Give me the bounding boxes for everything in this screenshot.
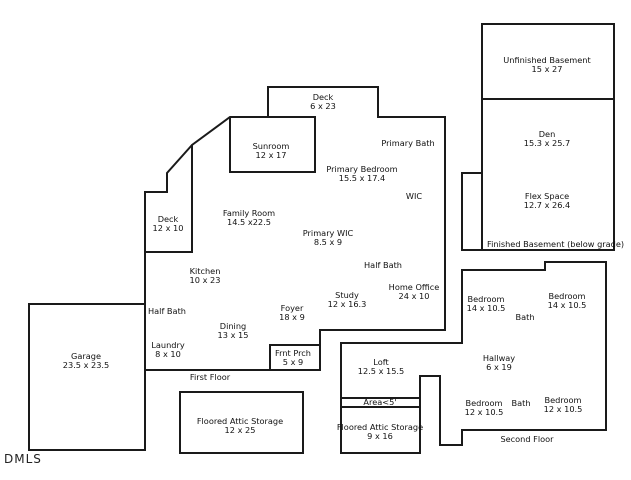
attic-storage-2-name: Floored Attic Storage — [337, 422, 423, 432]
deck-top-dims: 6 x 23 — [310, 101, 336, 111]
area-name: Area<5' — [363, 397, 396, 407]
bedroom-1-dims: 14 x 10.5 — [467, 303, 506, 313]
hallway-name: Hallway — [483, 353, 515, 363]
bedroom-3-dims: 12 x 10.5 — [465, 407, 504, 417]
second-floor-outline — [340, 261, 607, 454]
garage-outline — [28, 303, 146, 451]
sunroom-dims: 12 x 17 — [256, 150, 287, 160]
kitchen-dims: 10 x 23 — [190, 275, 221, 285]
study-dims: 12 x 16.3 — [328, 299, 367, 309]
first-floor-outline — [144, 86, 446, 371]
attic-storage-2-dims: 9 x 16 — [367, 431, 393, 441]
primary-bedroom-name: Primary Bedroom — [326, 164, 397, 174]
bedroom-1-name: Bedroom — [467, 294, 504, 304]
unfinished-basement-name: Unfinished Basement — [503, 55, 591, 65]
bedroom-2-name: Bedroom — [548, 291, 585, 301]
front-porch-walls — [269, 344, 320, 370]
loft-name: Loft — [373, 357, 389, 367]
attic-storage-1-dims: 12 x 25 — [225, 425, 256, 435]
unfinished-basement-dims: 15 x 27 — [532, 64, 563, 74]
front-porch-name: Frnt Prch — [275, 348, 311, 358]
dining-name: Dining — [220, 321, 246, 331]
hallway-dims: 6 x 19 — [486, 362, 512, 372]
deck-side-name: Deck — [158, 214, 179, 224]
laundry-name: Laundry — [151, 340, 185, 350]
home-office-dims: 24 x 10 — [399, 291, 430, 301]
flex-space-name: Flex Space — [525, 191, 569, 201]
front-porch-dims: 5 x 9 — [283, 357, 303, 367]
foyer-dims: 18 x 9 — [279, 312, 305, 322]
primary-wic-dims: 8.5 x 9 — [314, 237, 342, 247]
study-name: Study — [335, 290, 359, 300]
den-name: Den — [539, 129, 556, 139]
bath-2-name: Bath — [511, 398, 530, 408]
den-dims: 15.3 x 25.7 — [524, 138, 571, 148]
bedroom-2-dims: 14 x 10.5 — [548, 300, 587, 310]
foyer-name: Foyer — [281, 303, 304, 313]
flex-space-dims: 12.7 x 26.4 — [524, 200, 571, 210]
primary-bedroom-dims: 15.5 x 17.4 — [339, 173, 386, 183]
bath-1-name: Bath — [515, 312, 534, 322]
bedroom-4-dims: 12 x 10.5 — [544, 404, 583, 414]
family-room-dims: 14.5 x22.5 — [227, 217, 271, 227]
primary-wic-name: Primary WIC — [303, 228, 354, 238]
laundry-dims: 8 x 10 — [155, 349, 181, 359]
bedroom-3-name: Bedroom — [465, 398, 502, 408]
kitchen-name: Kitchen — [190, 266, 221, 276]
dmls-logo: DMLS — [4, 452, 42, 466]
deck-side-dims: 12 x 10 — [153, 223, 184, 233]
attic-storage-1-outline — [179, 391, 304, 454]
first-floor-label: First Floor — [190, 372, 231, 382]
garage-dims: 23.5 x 23.5 — [63, 360, 110, 370]
wic-name: WIC — [406, 191, 423, 201]
loft-dims: 12.5 x 15.5 — [358, 366, 405, 376]
basement-label: Finished Basement (below grade) — [487, 239, 624, 249]
attic-storage-1-name: Floored Attic Storage — [197, 416, 283, 426]
primary-bath-name: Primary Bath — [381, 138, 434, 148]
sunroom-walls — [229, 116, 316, 173]
half-bath-2-name: Half Bath — [364, 260, 402, 270]
home-office-name: Home Office — [389, 282, 440, 292]
deck-top-walls — [267, 86, 379, 117]
dining-dims: 13 x 15 — [218, 330, 249, 340]
bedroom-4-name: Bedroom — [544, 395, 581, 405]
second-floor-label: Second Floor — [500, 434, 554, 444]
half-bath-1-name: Half Bath — [148, 306, 186, 316]
family-room-name: Family Room — [223, 208, 275, 218]
deck-top-name: Deck — [313, 92, 334, 102]
sunroom-name: Sunroom — [253, 141, 290, 151]
garage-name: Garage — [71, 351, 101, 361]
deck-side-walls — [144, 144, 193, 252]
